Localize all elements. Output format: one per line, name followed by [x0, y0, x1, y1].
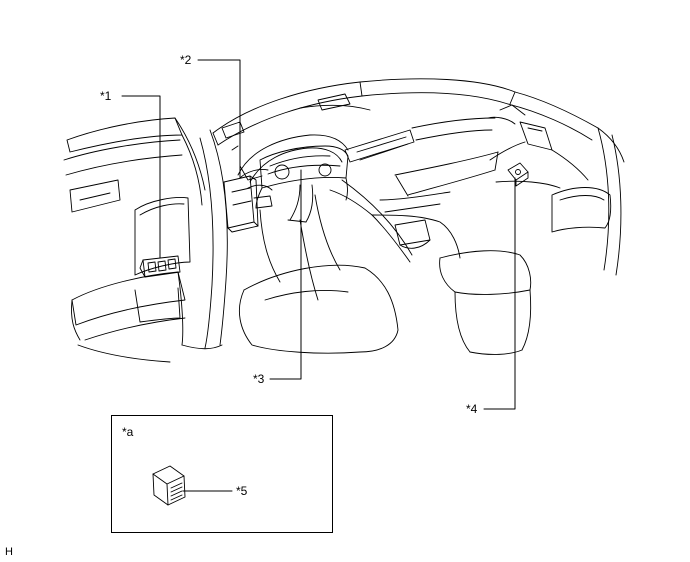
instrument-panel — [237, 134, 349, 223]
callout-3: *3 — [253, 372, 265, 386]
callout-4: *4 — [466, 402, 478, 416]
corner-mark: H — [5, 546, 13, 558]
leader-4 — [483, 177, 516, 410]
left-door — [63, 117, 223, 363]
callout-2: *2 — [180, 53, 192, 67]
inset-label: *a — [122, 425, 134, 439]
callout-5: *5 — [236, 484, 248, 498]
leader-1 — [121, 95, 161, 259]
body-ecu — [223, 165, 273, 233]
dashboard-outline — [212, 78, 526, 197]
leader-2 — [197, 59, 241, 179]
certification-ecu — [152, 465, 186, 506]
right-side-switch — [507, 162, 529, 187]
leader-lines — [121, 59, 516, 492]
window-switch — [142, 255, 181, 278]
center-console — [238, 179, 532, 355]
inset-panel — [111, 415, 333, 533]
pillars — [199, 121, 245, 349]
right-door — [489, 91, 625, 276]
callout-1: *1 — [100, 89, 112, 103]
leader-3 — [269, 169, 302, 380]
